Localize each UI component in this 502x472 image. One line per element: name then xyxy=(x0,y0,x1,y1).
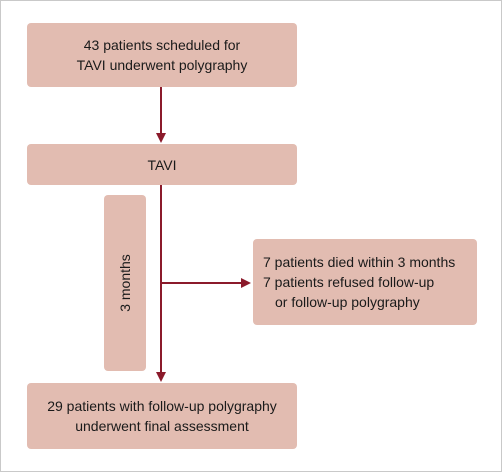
enrollment-box: 43 patients scheduled for TAVI underwent… xyxy=(27,23,297,87)
tavi-box: TAVI xyxy=(27,144,297,185)
final-line-1: 29 patients with follow-up polygraphy xyxy=(47,398,277,414)
exclusion-line-1: 7 patients died within 3 months xyxy=(263,254,456,270)
final-line-2: underwent final assessment xyxy=(75,418,249,434)
exclusion-box: 7 patients died within 3 months 7 patien… xyxy=(253,239,477,325)
enrollment-line-2: TAVI underwent polygraphy xyxy=(76,57,248,73)
tavi-label: TAVI xyxy=(147,156,177,173)
follow-up-period-box: 3 months xyxy=(104,195,146,371)
exclusion-line-2: 7 patients refused follow-up xyxy=(263,274,435,290)
final-assessment-box: 29 patients with follow-up polygraphy un… xyxy=(27,383,297,449)
enrollment-line-1: 43 patients scheduled for xyxy=(83,37,241,53)
exclusion-line-3: or follow-up polygraphy xyxy=(275,294,420,310)
